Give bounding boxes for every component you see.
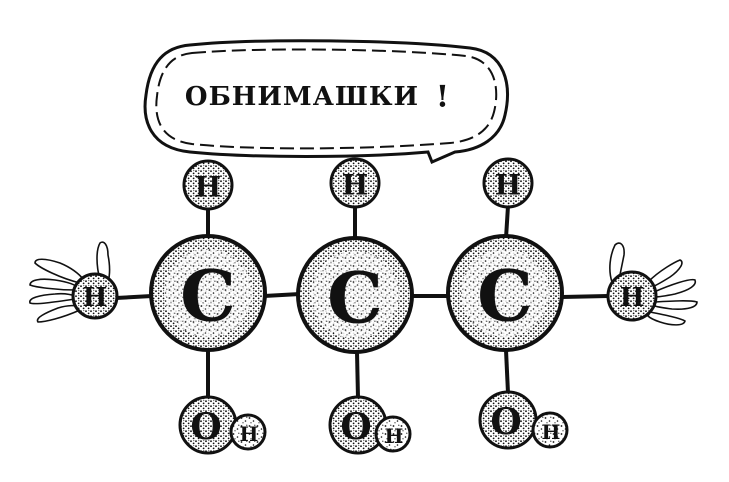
bond-c3-h-top — [504, 205, 510, 239]
oxygen-1-label: O — [190, 406, 221, 448]
oxygen-3-label: O — [490, 401, 521, 443]
hydrogen-top-1-label: H — [195, 171, 221, 204]
hydrogen-top-1: H — [182, 159, 234, 211]
hydrogen-top-3: H — [482, 157, 534, 209]
bond-c1-c2 — [263, 292, 301, 298]
top-hydrogens: H H H — [182, 157, 534, 211]
bonds — [115, 205, 609, 399]
bond-c2-o — [355, 351, 360, 399]
hydrogen-top-2-label: H — [342, 169, 368, 202]
carbon-atom-1: C — [149, 234, 267, 352]
bond-h-left-c1 — [115, 294, 153, 300]
speech-bubble: ОБНИМАШКИ ! — [143, 39, 509, 164]
speech-bubble-inner-dashed — [155, 48, 498, 150]
carbon-atom-2-label: C — [327, 257, 383, 340]
carbon-atom-1-label: C — [180, 255, 236, 338]
hydroxyl-1: O H — [178, 395, 267, 455]
right-hand-icon — [609, 242, 698, 326]
side-hydrogens: H H — [71, 270, 658, 322]
speech-bubble-exclamation: ! — [436, 80, 450, 115]
hydroxyl-3: O H — [478, 390, 569, 450]
hydroxyl-2: O H — [328, 395, 412, 455]
hydrogen-top-3-label: H — [495, 169, 521, 202]
hydroxyl-hydrogen-2-label: H — [385, 424, 404, 448]
hydroxyl-hydrogen-1-label: H — [240, 422, 259, 446]
oxygen-2-label: O — [340, 406, 371, 448]
hydrogen-left-label: H — [83, 283, 108, 313]
speech-bubble-text: ОБНИМАШКИ — [185, 82, 419, 112]
carbon-atoms: C C C — [149, 234, 564, 354]
carbon-atom-3-label: C — [477, 255, 533, 338]
hydroxyl-groups: O H O H O H — [178, 390, 569, 455]
hydrogen-left: H — [71, 272, 119, 320]
bond-c3-h-right — [561, 294, 609, 299]
speech-bubble-outer — [143, 39, 509, 164]
hydrogen-right: H — [606, 270, 658, 322]
bond-c3-o — [504, 349, 510, 394]
hydrogen-top-2: H — [329, 157, 381, 209]
carbon-atom-2: C — [296, 236, 414, 354]
hydrogen-right-label: H — [620, 283, 645, 313]
carbon-atom-3: C — [446, 234, 564, 352]
left-hand-icon — [29, 241, 111, 323]
hydroxyl-hydrogen-3-label: H — [542, 420, 561, 444]
